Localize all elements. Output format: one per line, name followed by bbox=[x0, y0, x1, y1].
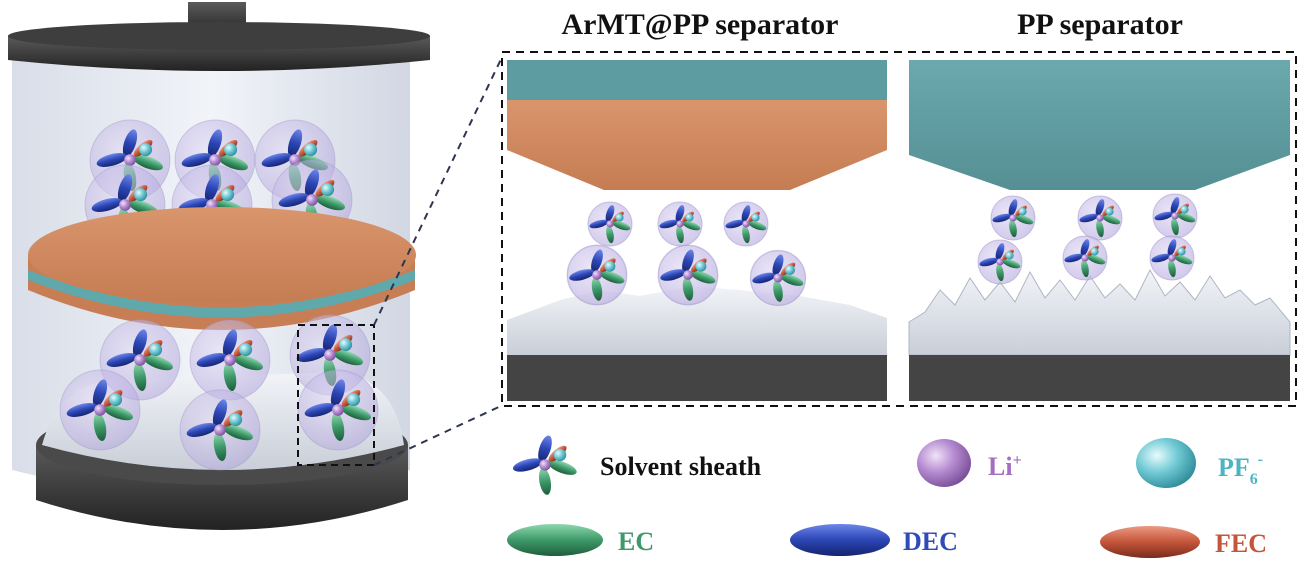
panel-armt-pp bbox=[507, 60, 887, 401]
fec-molecule-icon bbox=[1100, 526, 1200, 558]
pf6-ion-icon bbox=[1136, 438, 1196, 488]
pp-layer-top bbox=[507, 60, 887, 100]
zoom-region-box bbox=[297, 324, 375, 466]
title-pp: PP separator bbox=[1017, 8, 1183, 41]
legend-li-ion: Li+ bbox=[988, 452, 1022, 481]
coin-cell-illustration bbox=[8, 2, 430, 530]
lithium-surface-dendritic bbox=[908, 268, 1291, 356]
current-collector-left bbox=[507, 355, 887, 401]
legend-ec: EC bbox=[618, 527, 654, 556]
solvent-sheath-icon bbox=[511, 433, 579, 496]
zoom-connector-top bbox=[373, 54, 504, 326]
ec-molecule-icon bbox=[507, 524, 603, 556]
pp-separator-layer bbox=[909, 60, 1290, 190]
legend-pf6-ion: PF6- bbox=[1218, 451, 1263, 488]
li-ion-icon bbox=[917, 439, 971, 487]
current-collector-right bbox=[909, 355, 1290, 401]
legend-fec: FEC bbox=[1215, 529, 1267, 558]
panel-pp bbox=[908, 60, 1291, 401]
legend: Solvent sheath Li+ PF6- EC DEC FEC bbox=[507, 433, 1267, 558]
zoom-connector-bottom bbox=[373, 404, 504, 466]
dec-molecule-icon bbox=[790, 524, 890, 556]
legend-solvent-sheath: Solvent sheath bbox=[600, 452, 762, 481]
separator-disk bbox=[28, 207, 416, 330]
title-armt-pp: ArMT@PP separator bbox=[561, 8, 838, 41]
armt-coating-layer bbox=[507, 100, 887, 190]
legend-dec: DEC bbox=[903, 527, 958, 556]
